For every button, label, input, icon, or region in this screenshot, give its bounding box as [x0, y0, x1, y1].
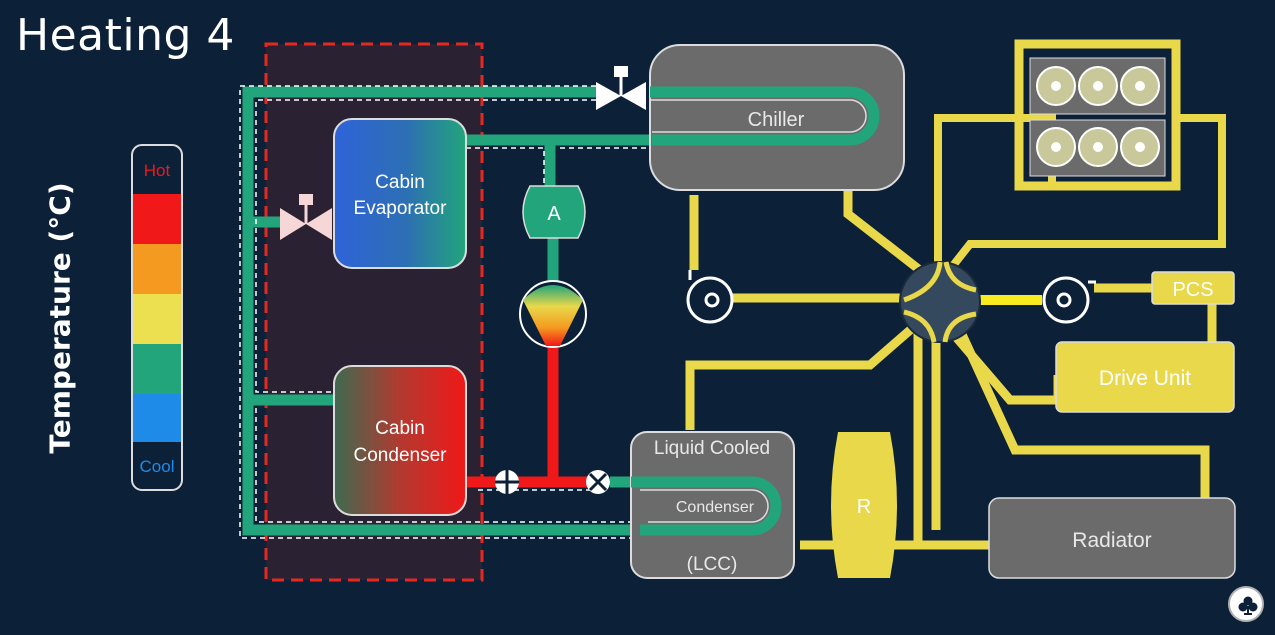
evaporator-expansion-valve[interactable] [280, 194, 332, 240]
coolant-pump-right[interactable] [1042, 276, 1096, 324]
check-valve[interactable] [495, 470, 519, 494]
lcc-label-1: Liquid Cooled [654, 438, 770, 459]
accumulator-label: A [547, 203, 561, 225]
temperature-legend: Hot Cool [131, 144, 183, 491]
drive-unit[interactable]: Drive Unit [1055, 341, 1235, 413]
pcs[interactable]: PCS [1151, 271, 1235, 305]
cabin-evaporator-label-2: Evaporator [354, 198, 448, 219]
reservoir[interactable]: R [831, 432, 897, 578]
compressor[interactable] [519, 280, 587, 348]
chiller-expansion-valve[interactable] [596, 66, 646, 110]
battery-cells [1029, 57, 1166, 177]
cabin-evaporator-label-1: Cabin [375, 172, 425, 193]
cabin-condenser-label-2: Condenser [354, 445, 448, 466]
liquid-cooled-condenser[interactable]: Liquid Cooled Condenser (LCC) [630, 431, 795, 579]
cabin-condenser[interactable]: Cabin Condenser [333, 365, 467, 516]
channel-badge[interactable] [1228, 586, 1264, 622]
legend-swatch-cool [133, 344, 181, 394]
lcc-label-3: (LCC) [687, 554, 738, 575]
legend-hot-label: Hot [144, 161, 171, 180]
radiator[interactable]: Radiator [988, 497, 1236, 579]
legend-cool-label: Cool [140, 457, 175, 476]
reservoir-label: R [857, 496, 871, 518]
coolant-pump-left[interactable] [686, 270, 734, 324]
chiller-label: Chiller [748, 109, 805, 131]
legend-swatch-hot [133, 194, 181, 244]
shutoff-valve[interactable] [586, 470, 610, 494]
club-icon [1238, 596, 1258, 615]
cabin-evaporator[interactable]: Cabin Evaporator [333, 118, 467, 269]
pcs-label: PCS [1172, 279, 1213, 301]
drive-unit-label: Drive Unit [1099, 367, 1191, 390]
refrigerant-outline [239, 85, 652, 539]
lcc-label-2: Condenser [676, 499, 755, 516]
octovalve[interactable] [899, 261, 981, 343]
legend-swatch-cold [133, 394, 181, 442]
accumulator[interactable]: A [522, 185, 586, 239]
page-title: Heating 4 [16, 10, 235, 61]
radiator-label: Radiator [1072, 529, 1151, 552]
hot-discharge-line [466, 345, 590, 488]
legend-swatch-warm [133, 244, 181, 294]
cabin-condenser-label-1: Cabin [375, 418, 425, 439]
legend-title: Temperature (°C) [43, 182, 77, 454]
legend-swatch-mild [133, 294, 181, 344]
chiller[interactable]: Chiller [649, 44, 905, 191]
